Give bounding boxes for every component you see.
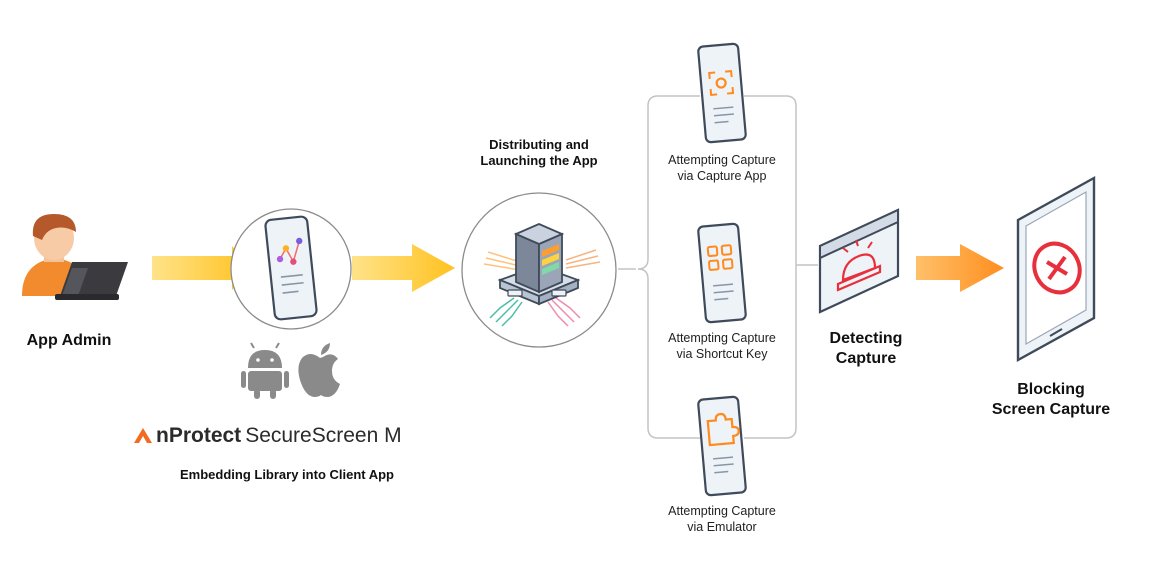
alarm-monitor-icon xyxy=(818,208,900,314)
label-emulator: Attempting Capture via Emulator xyxy=(647,504,797,535)
label-capture-app-line1: Attempting Capture xyxy=(668,153,776,167)
label-distributing: Distributing and Launching the App xyxy=(464,137,614,170)
label-app-admin: App Admin xyxy=(26,332,112,349)
label-shortcut-line1: Attempting Capture xyxy=(668,331,776,345)
phone-grid-icon xyxy=(697,222,747,324)
brand-name: nProtect SecureScreen M xyxy=(134,424,402,448)
brand-name-bold: nProtect xyxy=(156,424,242,447)
brand-name-regular: SecureScreen M xyxy=(245,424,402,447)
tablet-block-icon xyxy=(1016,175,1096,363)
phone-puzzle-icon xyxy=(697,395,747,497)
label-detecting-line2: Capture xyxy=(835,350,897,367)
label-shortcut-key: Attempting Capture via Shortcut Key xyxy=(647,331,797,362)
android-icon xyxy=(241,342,289,399)
label-emulator-line2: via Emulator xyxy=(687,519,757,534)
flow-arrow-3 xyxy=(916,244,1004,292)
flow-arrow-2 xyxy=(352,244,455,292)
library-phone-icon xyxy=(230,208,352,330)
branch-connector xyxy=(618,95,818,439)
label-blocking-line2: Screen Capture xyxy=(991,401,1111,418)
flow-arrow-1 xyxy=(152,246,252,290)
label-capture-app: Attempting Capture via Capture App xyxy=(647,153,797,184)
label-blocking-line1: Blocking xyxy=(1017,381,1085,398)
admin-user-icon xyxy=(22,214,128,300)
label-distributing-line1: Distributing and xyxy=(489,137,589,152)
label-detecting-line1: Detecting xyxy=(829,330,903,347)
server-icon xyxy=(461,192,617,348)
label-distributing-line2: Launching the App xyxy=(480,153,598,169)
phone-capture-icon xyxy=(697,42,747,144)
label-embedding-library: Embedding Library into Client App xyxy=(179,467,395,482)
apple-icon xyxy=(298,343,340,397)
label-emulator-line1: Attempting Capture xyxy=(668,504,776,518)
label-shortcut-line2: via Shortcut Key xyxy=(676,346,768,361)
label-blocking: Blocking Screen Capture xyxy=(976,380,1126,420)
label-detecting: Detecting Capture xyxy=(806,329,926,369)
label-capture-app-line2: via Capture App xyxy=(677,168,767,183)
nprotect-logo-icon xyxy=(134,428,152,443)
